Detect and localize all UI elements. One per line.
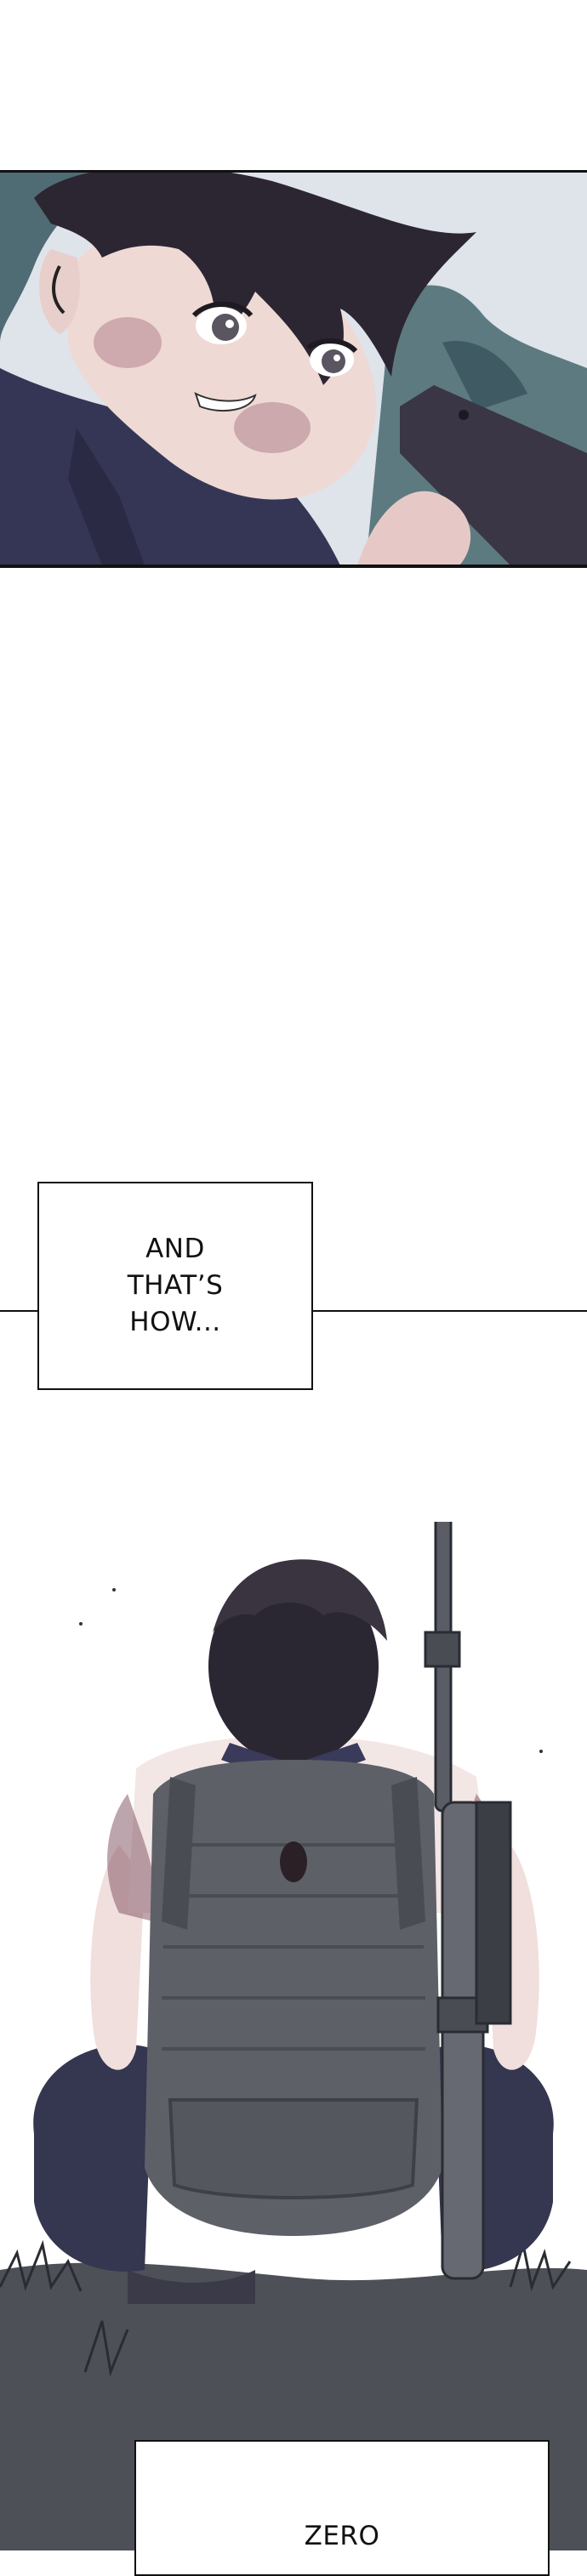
narration-line: ZERO xyxy=(304,2521,380,2551)
narration-line: AND xyxy=(145,1234,205,1264)
narration-line: HOW... xyxy=(129,1307,221,1337)
comic-panel-sitting-boy xyxy=(0,1376,587,2550)
comic-panel-closeup xyxy=(0,170,587,568)
narration-box-2: ZERO xyxy=(134,2440,550,2576)
sitting-boy-illustration xyxy=(0,1376,587,2550)
narration-box-1: AND THAT’S HOW... xyxy=(37,1182,313,1390)
closeup-illustration xyxy=(0,173,587,565)
narration-line: THAT’S xyxy=(127,1270,224,1301)
